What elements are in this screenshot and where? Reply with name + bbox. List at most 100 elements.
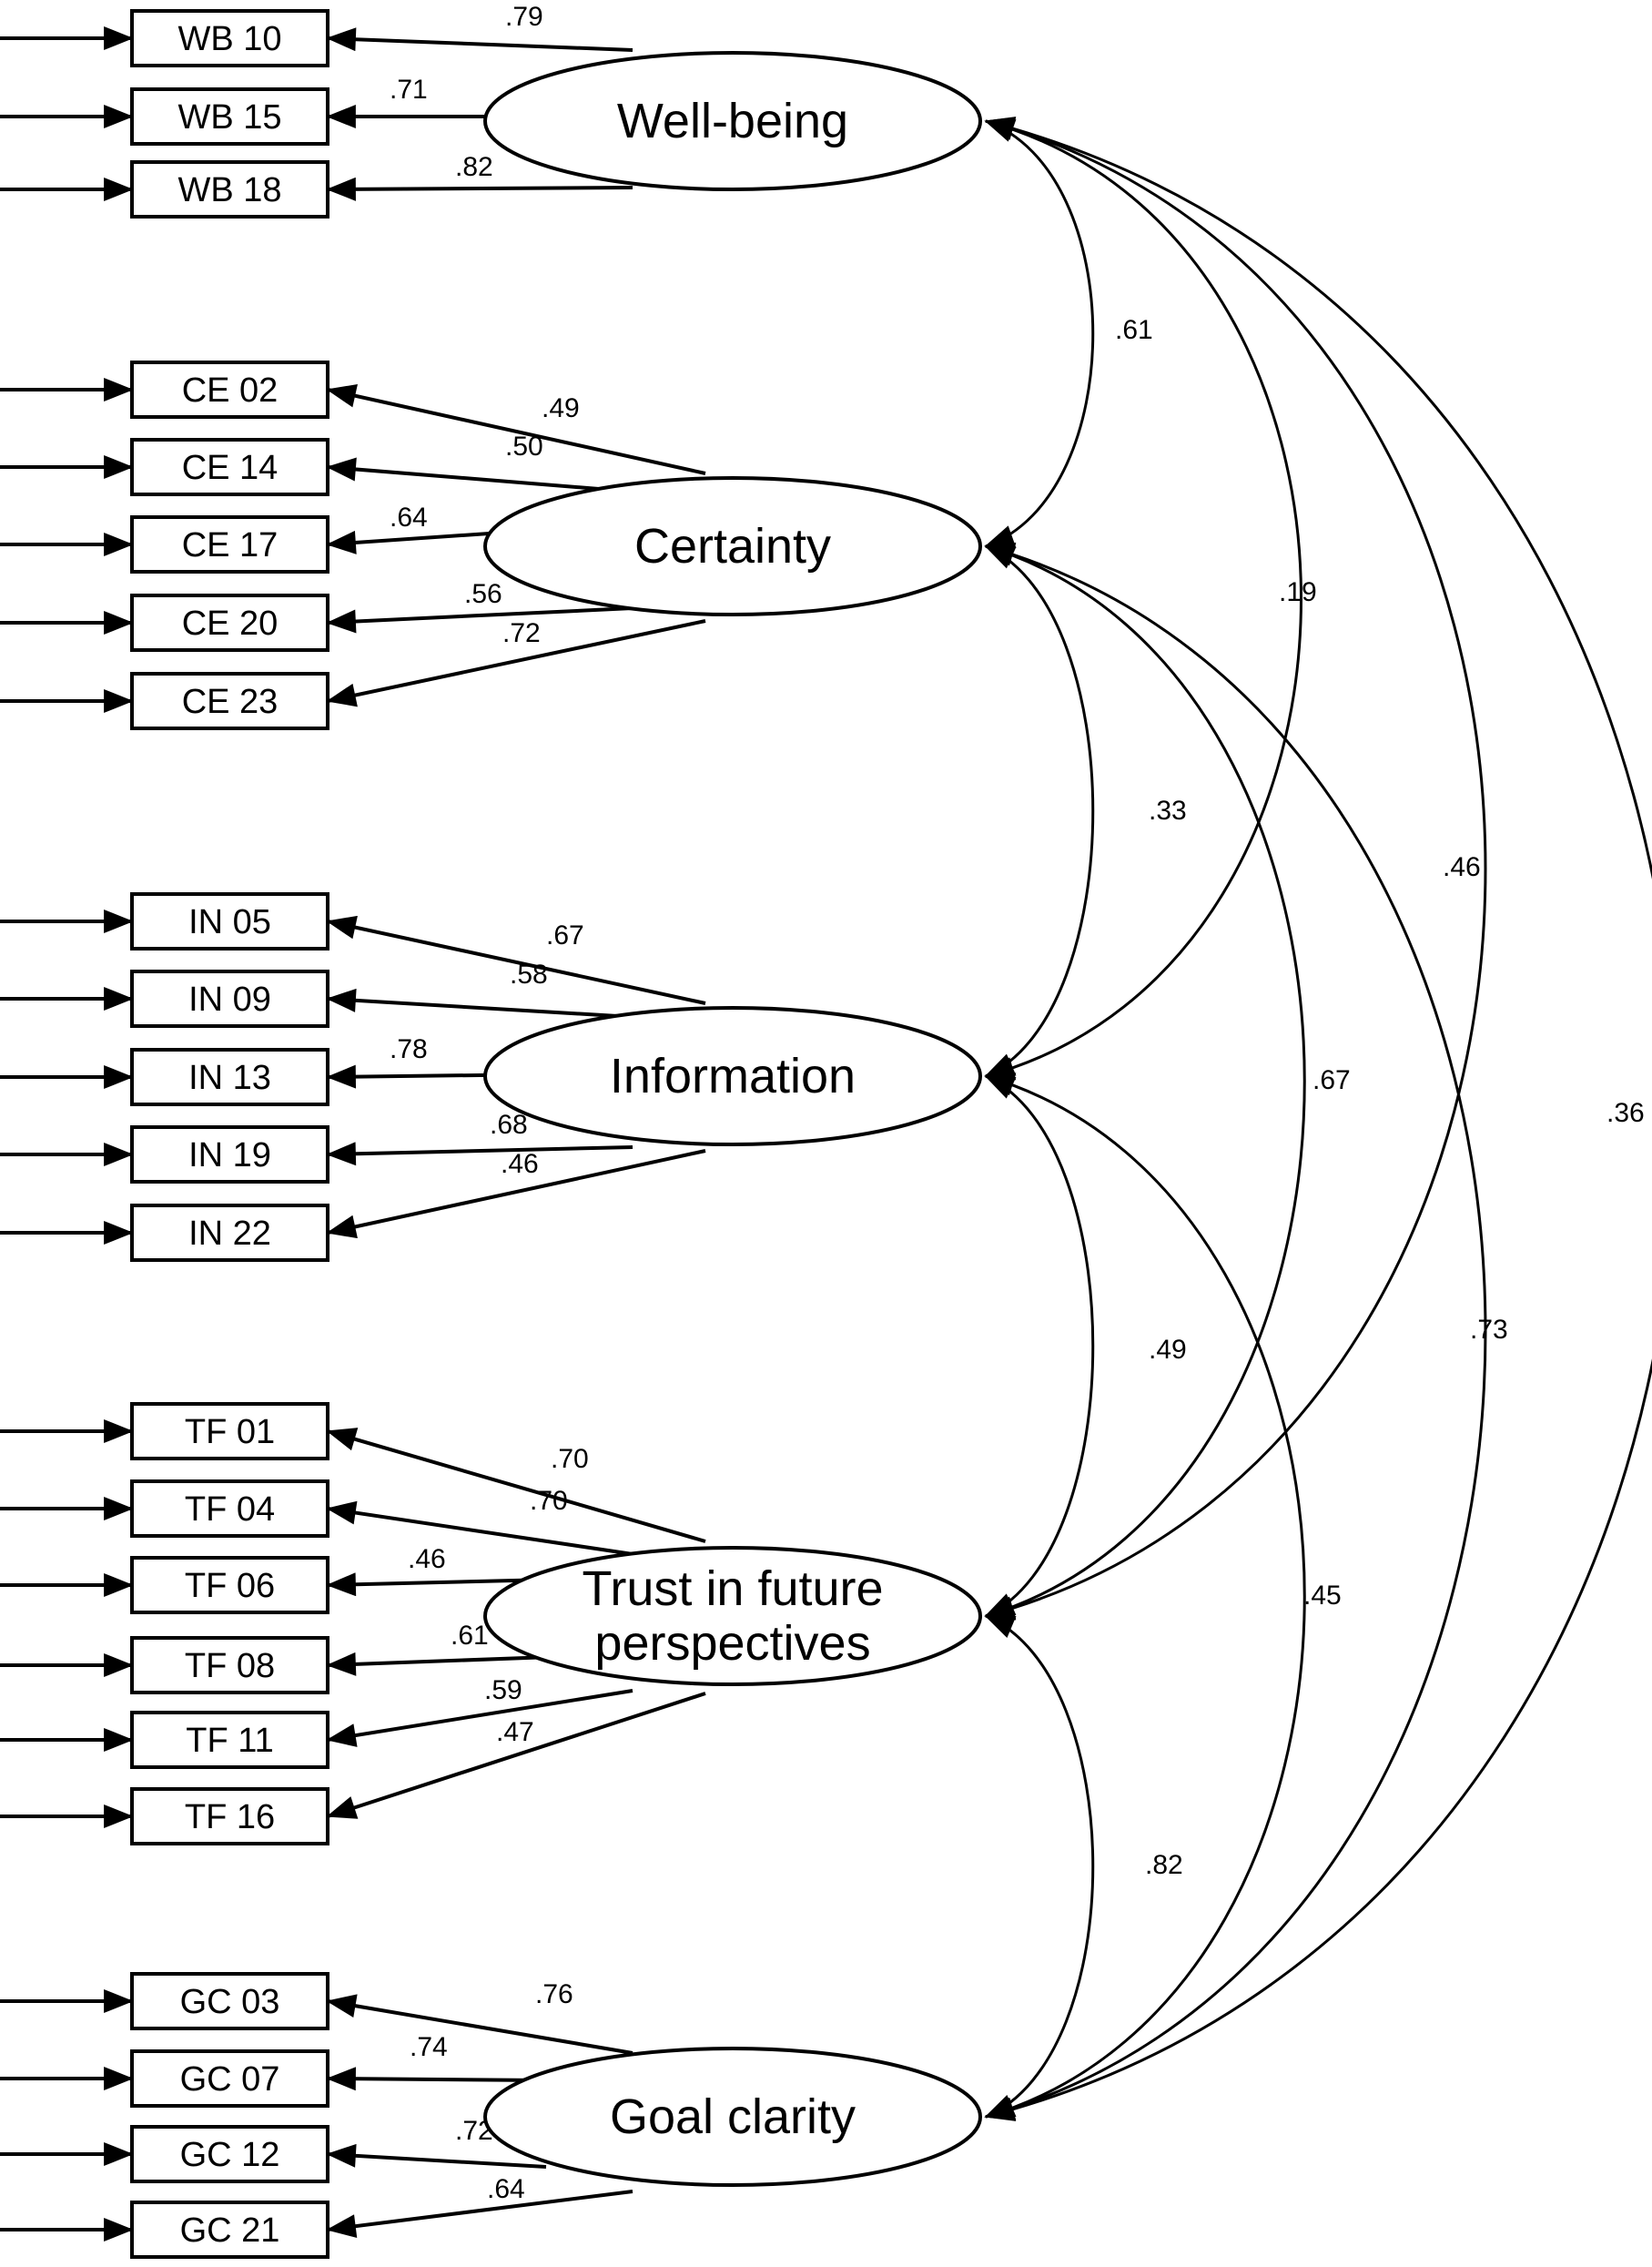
indicator-label: CE 14 <box>182 449 279 487</box>
indicator-in-19: IN 19 <box>130 1125 329 1184</box>
factor-label: Trust in future <box>582 1561 883 1616</box>
correlation-coefficient: .46 <box>1443 852 1481 882</box>
correlation-curve-in-tf <box>984 1074 1095 1618</box>
indicator-label: GC 03 <box>180 1983 280 2021</box>
factor-ellipse <box>483 1006 982 1146</box>
loading-path <box>326 383 706 475</box>
indicator-box <box>130 2201 329 2259</box>
indicator-in-05: IN 05 <box>130 892 329 951</box>
indicator-ce-20: CE 20 <box>130 594 329 652</box>
indicator-label: CE 20 <box>182 605 279 643</box>
correlation-curve-wb-in <box>984 117 1302 1081</box>
indicator-ce-14: CE 14 <box>130 438 329 496</box>
indicator-label: TF 06 <box>185 1567 275 1605</box>
loading-path <box>326 27 633 52</box>
indicator-tf-06: TF 06 <box>130 1556 329 1614</box>
correlation-coefficient: .45 <box>1303 1581 1342 1611</box>
correlation-curve-wb-ce <box>984 119 1095 548</box>
loading-coefficient: .70 <box>530 1486 568 1516</box>
indicator-label: TF 16 <box>185 1798 275 1836</box>
loading-path <box>326 606 633 634</box>
factor-ce: Certainty <box>483 476 982 616</box>
loading-paths: .79.71.82.49.50.64.56.72.67.58.78.68.46.… <box>0 2 706 2242</box>
loading-coefficient: .72 <box>502 618 541 648</box>
correlation-coefficient: .61 <box>1115 315 1153 345</box>
loading-coefficient: .71 <box>390 75 428 105</box>
correlation-coefficient: .19 <box>1279 577 1317 607</box>
indicator-tf-04: TF 04 <box>130 1479 329 1538</box>
correlation-coefficient: .36 <box>1606 1098 1645 1128</box>
loading-coefficient: .58 <box>510 960 548 990</box>
indicator-ce-02: CE 02 <box>130 361 329 419</box>
factor-label: Well-being <box>617 94 848 148</box>
loading-path <box>326 619 706 707</box>
correlation-curve-wb-gc <box>984 117 1652 2121</box>
indicator-box <box>130 1972 329 2030</box>
indicator-gc-21: GC 21 <box>130 2201 329 2259</box>
indicator-box <box>130 594 329 652</box>
loading-coefficient: .46 <box>408 1544 446 1574</box>
correlation-curve-in-gc <box>984 1073 1306 2120</box>
loading-coefficient: .47 <box>496 1717 534 1747</box>
loading-path <box>326 1994 633 2055</box>
loading-coefficient: .64 <box>487 2174 525 2204</box>
indicator-label: IN 13 <box>188 1059 271 1097</box>
correlation-coefficient: .73 <box>1470 1315 1508 1345</box>
loading-coefficient: .76 <box>535 1979 573 2009</box>
indicator-box <box>130 1479 329 1538</box>
indicator-ce-17: CE 17 <box>130 515 329 574</box>
factor-ellipse <box>483 51 982 191</box>
correlation-curve-tf-gc <box>984 1614 1095 2119</box>
indicator-box <box>130 1556 329 1614</box>
loading-coefficient: .68 <box>490 1110 528 1140</box>
loading-coefficient: .70 <box>551 1444 589 1474</box>
indicator-label: GC 21 <box>180 2211 280 2250</box>
correlation-coefficient: .33 <box>1149 796 1187 826</box>
loading-path <box>326 177 633 201</box>
indicator-box <box>130 438 329 496</box>
loading-path <box>326 1149 706 1239</box>
indicator-label: IN 09 <box>188 981 271 1019</box>
correlation-curve-ce-gc <box>984 542 1487 2121</box>
correlation-coefficient: .67 <box>1312 1065 1351 1095</box>
indicator-box <box>130 1048 329 1106</box>
indicator-in-22: IN 22 <box>130 1204 329 1262</box>
indicator-box <box>130 1787 329 1845</box>
loading-path <box>326 1652 552 1676</box>
loading-coefficient: .61 <box>451 1621 489 1651</box>
factor-in: Information <box>483 1006 982 1146</box>
indicator-tf-08: TF 08 <box>130 1636 329 1694</box>
indicator-box <box>130 87 329 146</box>
indicator-label: CE 17 <box>182 526 279 564</box>
indicator-label: WB 18 <box>177 171 281 209</box>
loading-path <box>326 2190 633 2239</box>
factor-wb: Well-being <box>483 51 982 191</box>
indicator-label: WB 15 <box>177 98 281 137</box>
indicator-box <box>130 1204 329 1262</box>
loading-path <box>326 1572 552 1597</box>
indicator-box <box>130 970 329 1028</box>
indicator-box <box>130 1402 329 1460</box>
indicator-box <box>130 892 329 951</box>
indicator-label: IN 05 <box>188 903 271 941</box>
indicator-box <box>130 160 329 219</box>
indicator-ce-23: CE 23 <box>130 672 329 730</box>
factor-label: Goal clarity <box>610 2089 856 2144</box>
loading-coefficient: .78 <box>390 1034 428 1064</box>
loading-coefficient: .82 <box>455 152 493 182</box>
loading-path <box>326 457 633 493</box>
correlation-coefficient: .49 <box>1149 1335 1187 1365</box>
correlation-coefficient: .82 <box>1145 1850 1183 1880</box>
loading-path <box>326 1142 633 1166</box>
indicator-box <box>130 2125 329 2183</box>
loading-coefficient: .59 <box>484 1675 522 1705</box>
indicator-box <box>130 9 329 67</box>
loading-coefficient: .46 <box>501 1149 539 1179</box>
factor-ellipse <box>483 1546 982 1686</box>
indicator-label: GC 07 <box>180 2060 280 2099</box>
indicator-box <box>130 515 329 574</box>
loading-coefficient: .64 <box>390 503 428 533</box>
factor-gc: Goal clarity <box>483 2047 982 2187</box>
indicator-box <box>130 1636 329 1694</box>
indicator-tf-11: TF 11 <box>130 1711 329 1769</box>
